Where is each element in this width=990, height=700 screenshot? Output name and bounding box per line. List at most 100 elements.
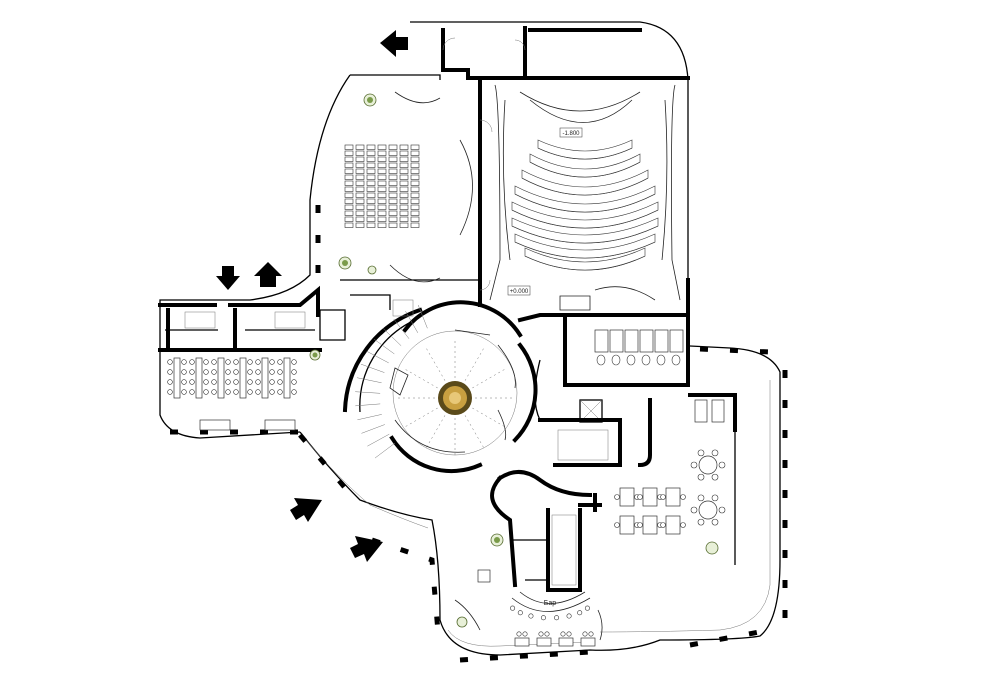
chair [291, 359, 297, 365]
bar-stool [510, 605, 516, 611]
chair [277, 359, 283, 365]
chair [233, 359, 239, 365]
seat [377, 180, 387, 186]
seat [366, 204, 376, 210]
seat [399, 162, 409, 168]
seat [388, 168, 398, 174]
round-table [698, 500, 718, 520]
seat [344, 222, 354, 228]
table [514, 637, 530, 647]
cafe-table [642, 487, 658, 507]
desk [239, 357, 247, 399]
seat [366, 198, 376, 204]
seat [366, 210, 376, 216]
level-marker-auditorium [559, 127, 583, 138]
wc-fixture [671, 354, 681, 366]
chair [233, 389, 239, 395]
chair [711, 494, 719, 502]
seat [355, 144, 365, 150]
wc-cubicle [654, 329, 669, 353]
chair [522, 631, 528, 637]
seat [344, 168, 354, 174]
stair-icon [355, 304, 428, 459]
seat [344, 192, 354, 198]
lecture-seating [344, 144, 420, 228]
seat [410, 162, 420, 168]
wc-fixture [611, 354, 621, 366]
seat [377, 210, 387, 216]
round-tables [690, 449, 726, 526]
seat [410, 174, 420, 180]
chair [291, 379, 297, 385]
chair [588, 631, 594, 637]
bar-stool [584, 605, 590, 611]
chair [697, 518, 705, 526]
seat [388, 198, 398, 204]
stair-step [360, 363, 385, 373]
cafe-table [665, 515, 681, 535]
stair-step [357, 377, 382, 384]
bar-stools [510, 605, 590, 621]
seat [410, 192, 420, 198]
seat [399, 156, 409, 162]
chair [255, 389, 261, 395]
bar-stool [566, 613, 572, 619]
chair [718, 461, 726, 469]
stair-step [357, 414, 382, 421]
chair [697, 449, 705, 457]
wc-cubicle [669, 329, 684, 353]
lower-tables [514, 631, 596, 647]
seat [388, 216, 398, 222]
bar-stool [528, 613, 534, 619]
chair [189, 359, 195, 365]
chair [697, 494, 705, 502]
chair [614, 494, 620, 500]
sofa [199, 419, 231, 431]
chair [711, 518, 719, 526]
chair [225, 379, 231, 385]
chair [660, 494, 666, 500]
seat [344, 144, 354, 150]
seat [344, 210, 354, 216]
cafe-table [619, 487, 635, 507]
seat [388, 180, 398, 186]
seat [355, 168, 365, 174]
chair [233, 379, 239, 385]
square-table [477, 569, 491, 583]
seat [344, 156, 354, 162]
seat [410, 186, 420, 192]
seat [399, 150, 409, 156]
stair-step [367, 433, 390, 447]
seat [355, 174, 365, 180]
chair [247, 369, 253, 375]
desk [173, 357, 181, 399]
seat [388, 204, 398, 210]
chair [277, 389, 283, 395]
chair [211, 389, 217, 395]
seat [399, 204, 409, 210]
seat [366, 156, 376, 162]
level-label-entry: +0.000 [510, 289, 529, 295]
chair [181, 379, 187, 385]
chair [255, 369, 261, 375]
chair [181, 359, 187, 365]
level-label-auditorium: -1.800 [562, 131, 580, 137]
seat [388, 174, 398, 180]
seat [355, 180, 365, 186]
seat [377, 222, 387, 228]
auditorium: -1.800 +0.000 [489, 84, 681, 311]
chair [167, 379, 173, 385]
entrance-arrow-icon [290, 498, 322, 522]
cafe-table [665, 487, 681, 507]
stair-step [374, 442, 396, 459]
stair-step [393, 318, 410, 339]
plant-icon-core [342, 260, 348, 266]
seat [377, 168, 387, 174]
seat [344, 216, 354, 222]
seat [377, 216, 387, 222]
desk [261, 357, 269, 399]
lower-core: Бар [454, 470, 603, 647]
chair [225, 369, 231, 375]
upper-block-walls [340, 26, 690, 314]
